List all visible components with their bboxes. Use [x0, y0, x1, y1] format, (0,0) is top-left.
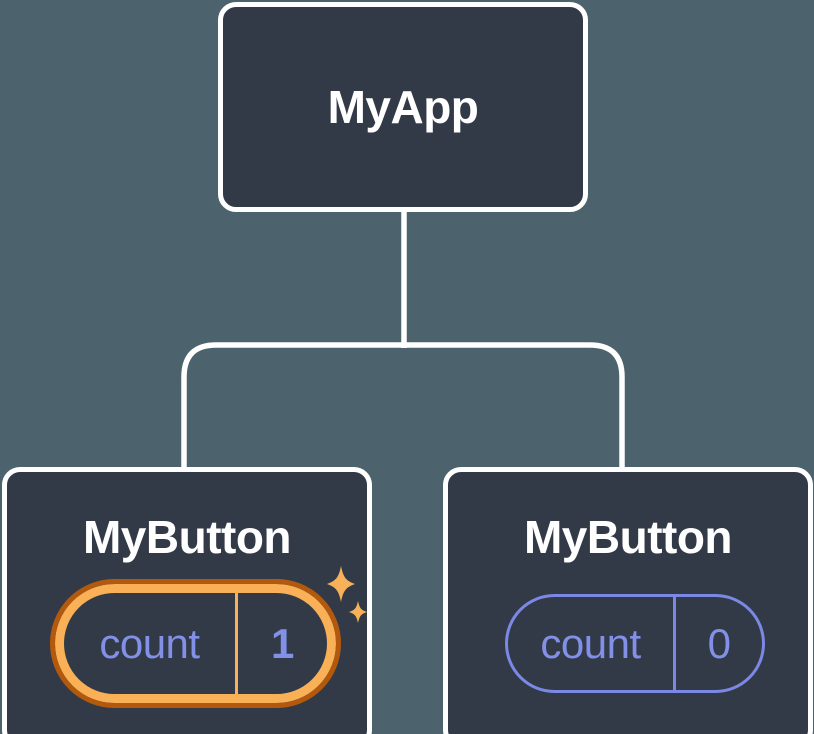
component-node-mybutton-left: MyButton count 1	[2, 467, 372, 734]
component-label-myapp: MyApp	[327, 81, 479, 133]
state-key-label: count	[540, 619, 641, 667]
state-value: 0	[673, 597, 762, 690]
state-pill-highlighted: count 1	[50, 579, 341, 708]
state-value: 1	[234, 593, 327, 694]
component-node-myapp: MyApp	[218, 2, 588, 212]
component-node-mybutton-right: MyButton count 0	[443, 467, 813, 734]
state-key-label: count	[99, 619, 200, 667]
component-label-mybutton-right: MyButton	[523, 511, 733, 563]
component-label-mybutton-left: MyButton	[82, 511, 292, 563]
state-pill: count 0	[505, 594, 765, 693]
connector-branch-bracket	[181, 342, 625, 473]
